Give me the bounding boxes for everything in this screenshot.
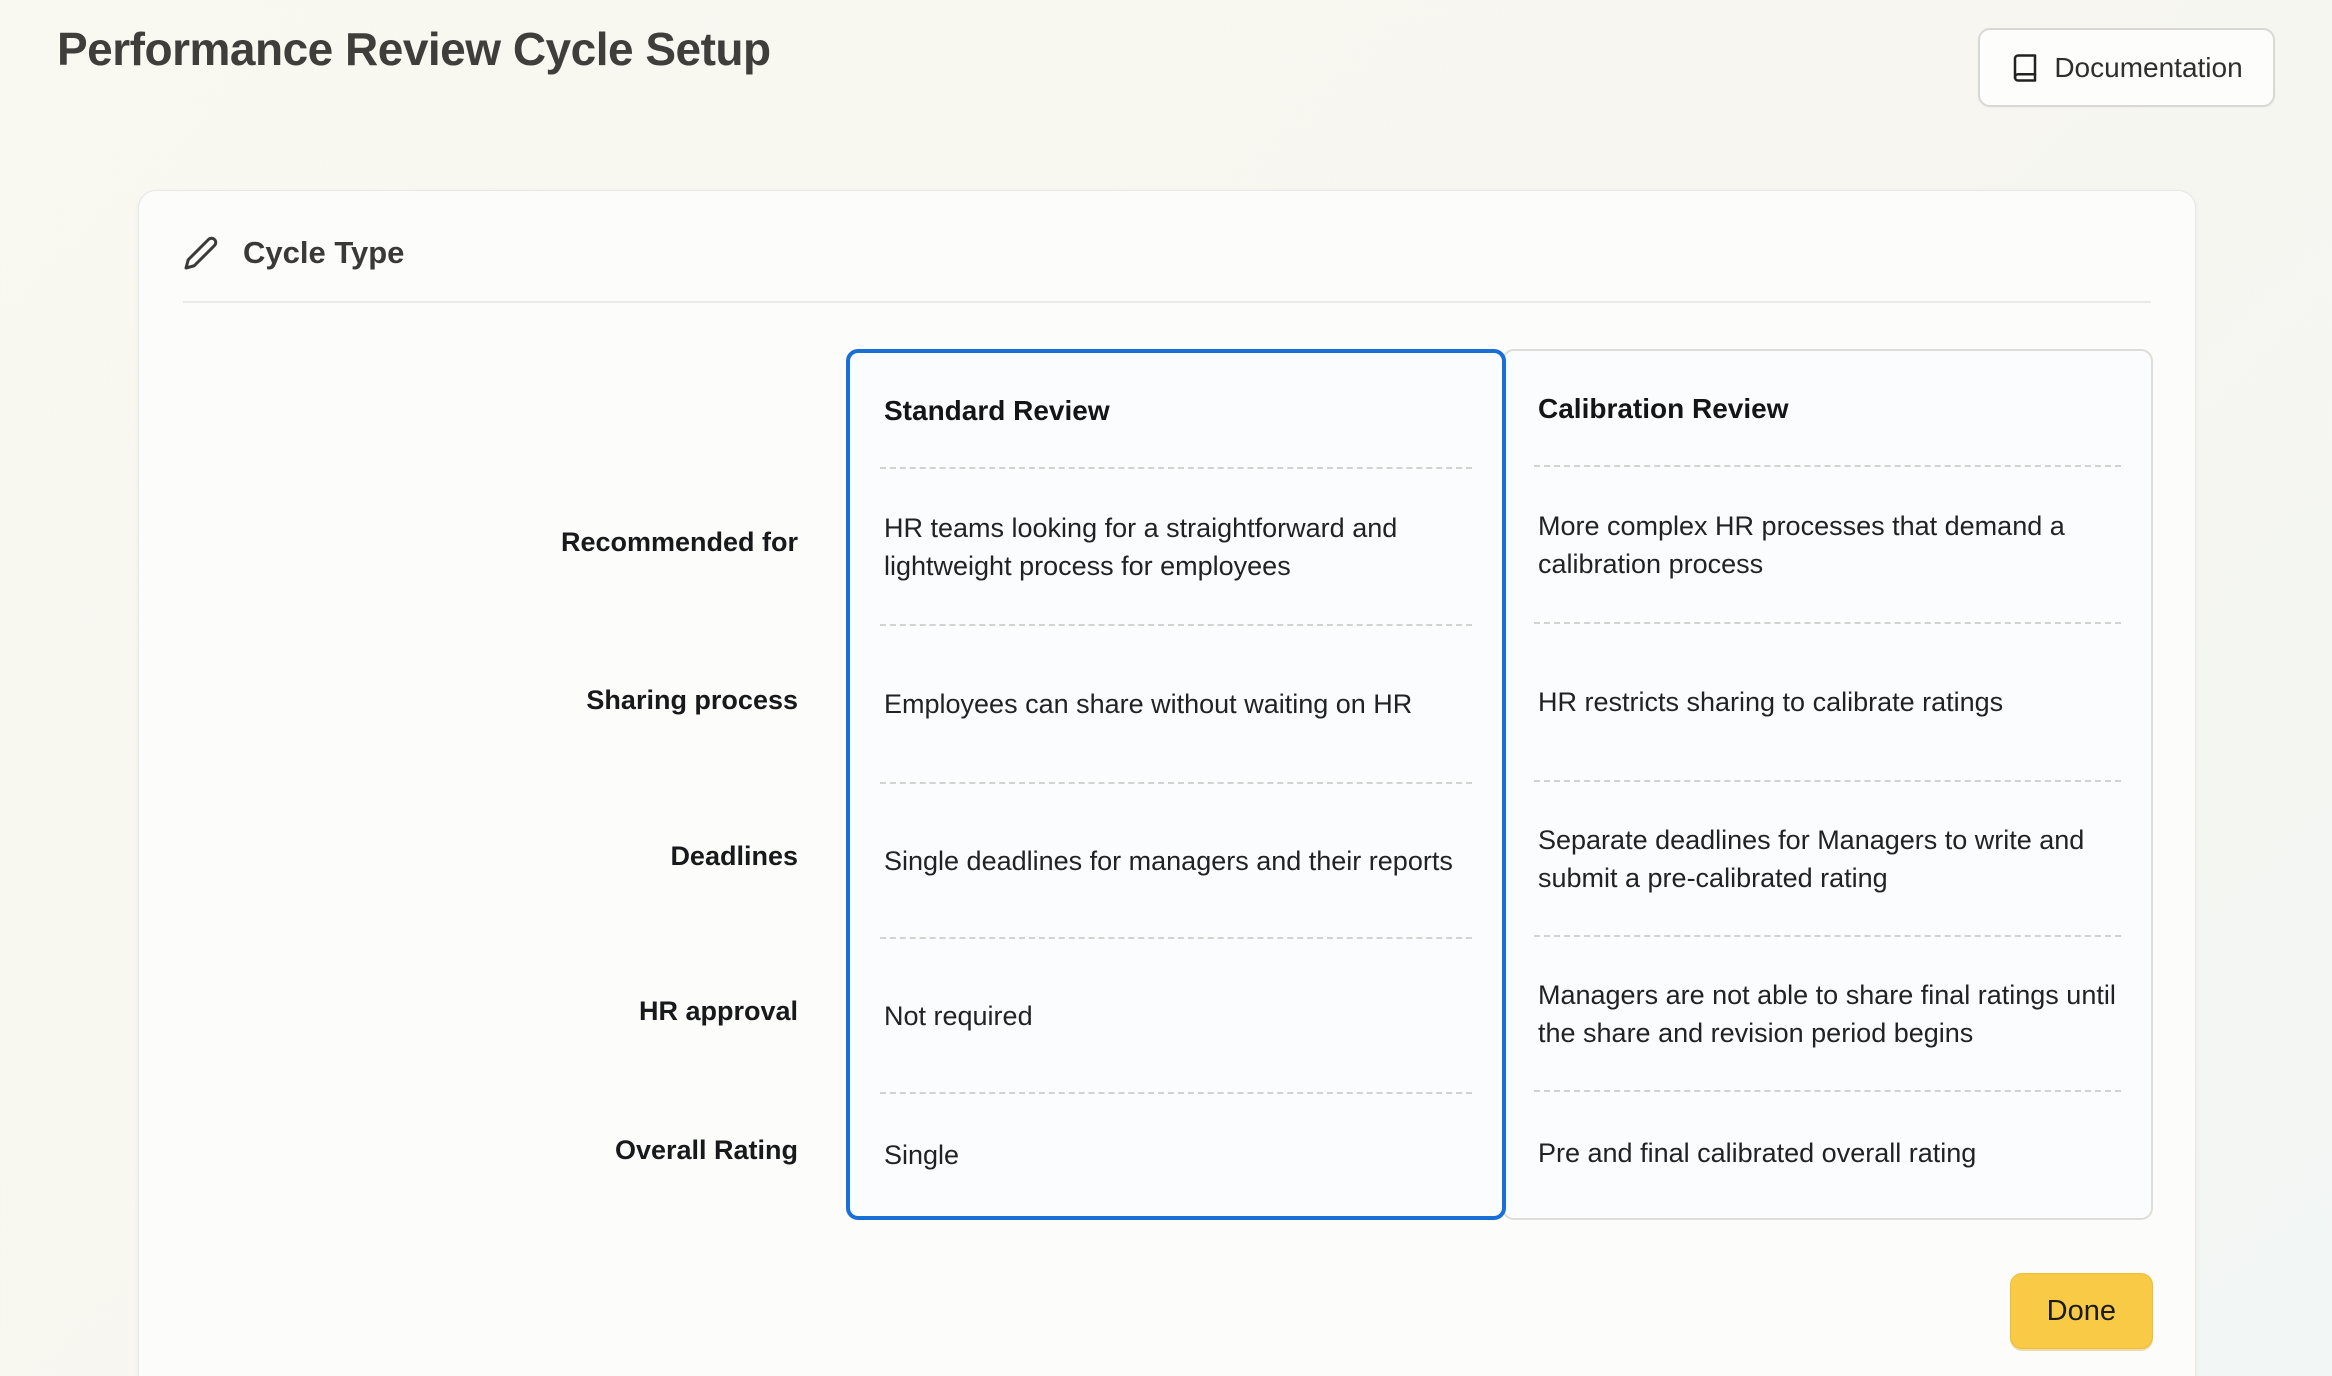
- calibration-recommended-for-cell: More complex HR processes that demand a …: [1504, 466, 2151, 624]
- row-label-recommended-for: Recommended for: [560, 527, 798, 557]
- row-label-spacer: [183, 349, 846, 464]
- panel-header-divider: [183, 301, 2151, 303]
- pencil-icon: [183, 235, 219, 271]
- cycle-type-comparison-table: Recommended for Sharing process Deadline…: [183, 349, 2195, 1220]
- option-standard-review[interactable]: Standard Review HR teams looking for a s…: [846, 349, 1506, 1220]
- row-label-overall-rating: Overall Rating: [614, 1135, 798, 1165]
- calibration-deadlines-cell: Separate deadlines for Managers to write…: [1504, 781, 2151, 937]
- page-title: Performance Review Cycle Setup: [57, 23, 771, 75]
- standard-deadlines-cell: Single deadlines for managers and their …: [850, 783, 1502, 939]
- done-button[interactable]: Done: [2009, 1273, 2153, 1349]
- documentation-button-label: Documentation: [2054, 51, 2243, 83]
- calibration-sharing-process-cell: HR restricts sharing to calibrate rating…: [1504, 623, 2151, 782]
- row-labels-column: Recommended for Sharing process Deadline…: [183, 349, 846, 1220]
- row-label-deadlines: Deadlines: [670, 841, 798, 871]
- panel-header: Cycle Type: [139, 191, 2195, 301]
- cycle-type-panel: Cycle Type Recommended for Sharing proce…: [138, 190, 2196, 1376]
- calibration-hr-approval-cell: Managers are not able to share final rat…: [1504, 936, 2151, 1092]
- documentation-button[interactable]: Documentation: [1978, 28, 2275, 107]
- option-calibration-review-header: Calibration Review: [1504, 351, 2151, 467]
- option-standard-review-header: Standard Review: [850, 353, 1502, 469]
- standard-sharing-process-cell: Employees can share without waiting on H…: [850, 625, 1502, 784]
- standard-hr-approval-cell: Not required: [850, 938, 1502, 1094]
- standard-recommended-for-cell: HR teams looking for a straightforward a…: [850, 468, 1502, 626]
- row-label-hr-approval: HR approval: [638, 996, 798, 1026]
- row-label-sharing-process: Sharing process: [586, 684, 798, 715]
- calibration-overall-rating-cell: Pre and final calibrated overall rating: [1538, 1137, 1977, 1168]
- option-calibration-review[interactable]: Calibration Review More complex HR proce…: [1502, 349, 2153, 1220]
- standard-overall-rating-cell: Single: [884, 1139, 960, 1170]
- panel-title: Cycle Type: [243, 235, 405, 270]
- book-icon: [2010, 53, 2040, 83]
